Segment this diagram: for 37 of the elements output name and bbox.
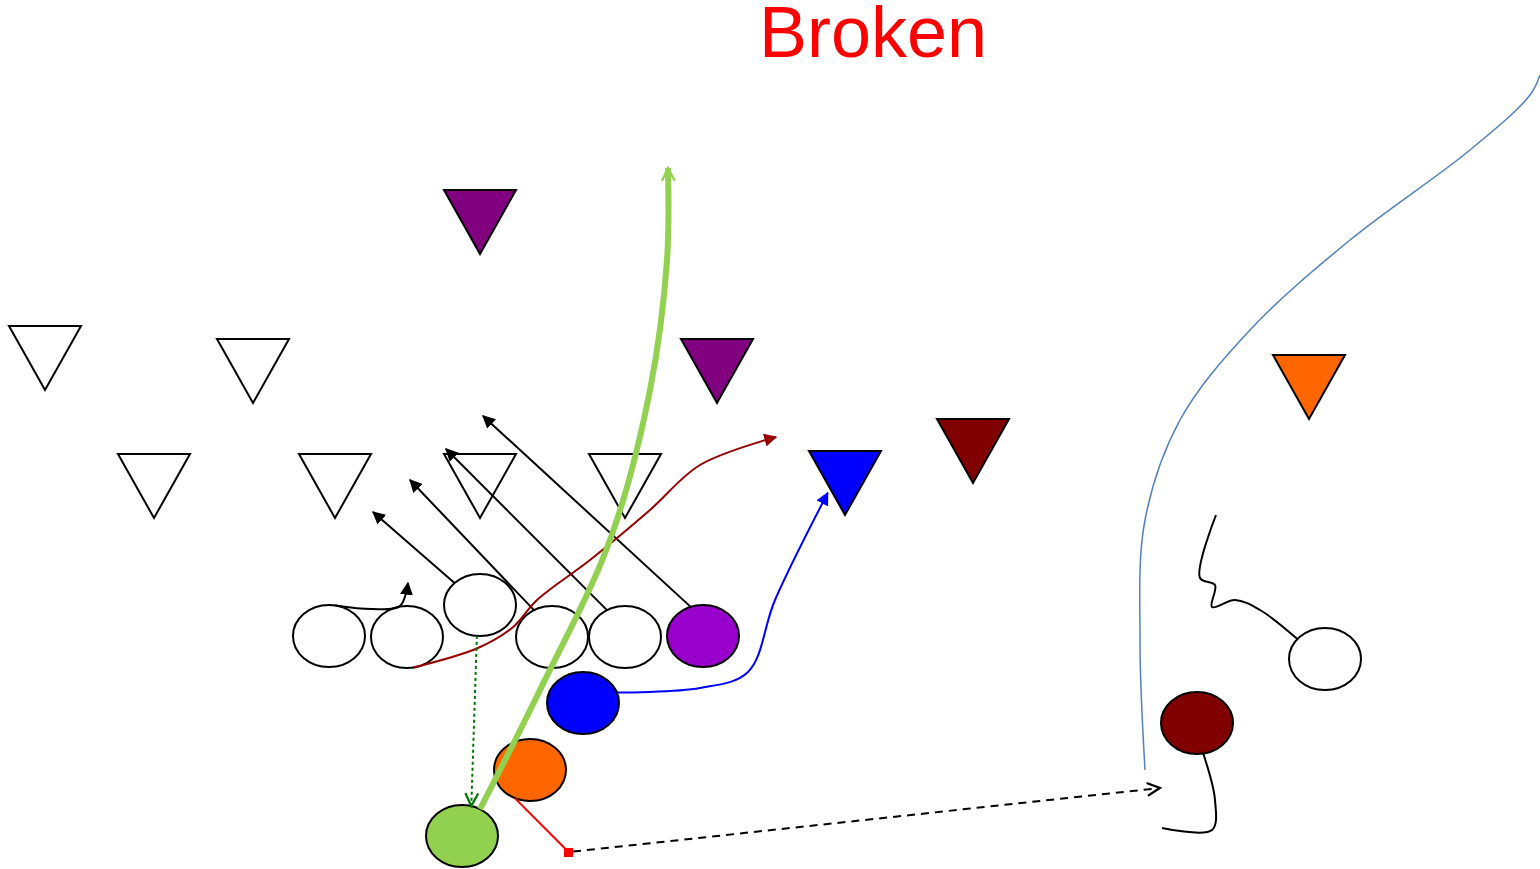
player-circle — [514, 604, 590, 670]
defender-triangle — [587, 452, 663, 520]
defender-triangle — [1271, 353, 1347, 421]
defender-triangle — [679, 337, 755, 405]
defender-triangle — [442, 188, 518, 256]
player-circle — [545, 670, 621, 736]
defender-triangle — [935, 417, 1011, 485]
defender-triangle — [116, 452, 192, 520]
player-circle — [291, 603, 367, 669]
route-arrow — [412, 433, 778, 669]
route-arrow — [482, 415, 692, 608]
route-end-marker — [563, 847, 573, 857]
route-line — [1198, 514, 1299, 641]
route-arrow — [334, 581, 413, 611]
route-arrow — [615, 491, 829, 694]
title: Broken — [757, 0, 989, 68]
route-line — [1161, 752, 1218, 834]
route-arrow — [477, 166, 676, 811]
defender-triangle — [297, 452, 373, 520]
route-arrow — [372, 511, 456, 585]
player-circle — [424, 803, 500, 869]
route-arrow — [464, 634, 480, 808]
defender-triangle — [215, 337, 291, 405]
player-circle — [369, 604, 445, 670]
route-arrow — [572, 781, 1162, 853]
route-arrow — [409, 479, 535, 612]
route-arrow — [445, 448, 608, 612]
player-circle — [665, 603, 741, 669]
player-circle — [492, 737, 568, 803]
defender-triangle — [442, 452, 518, 520]
route-line — [513, 797, 566, 850]
defender-triangle — [7, 324, 83, 392]
player-circle — [587, 604, 663, 670]
defender-triangle — [807, 449, 883, 517]
player-circle — [442, 572, 518, 638]
player-circle — [1287, 626, 1363, 692]
player-circle — [1159, 690, 1235, 756]
